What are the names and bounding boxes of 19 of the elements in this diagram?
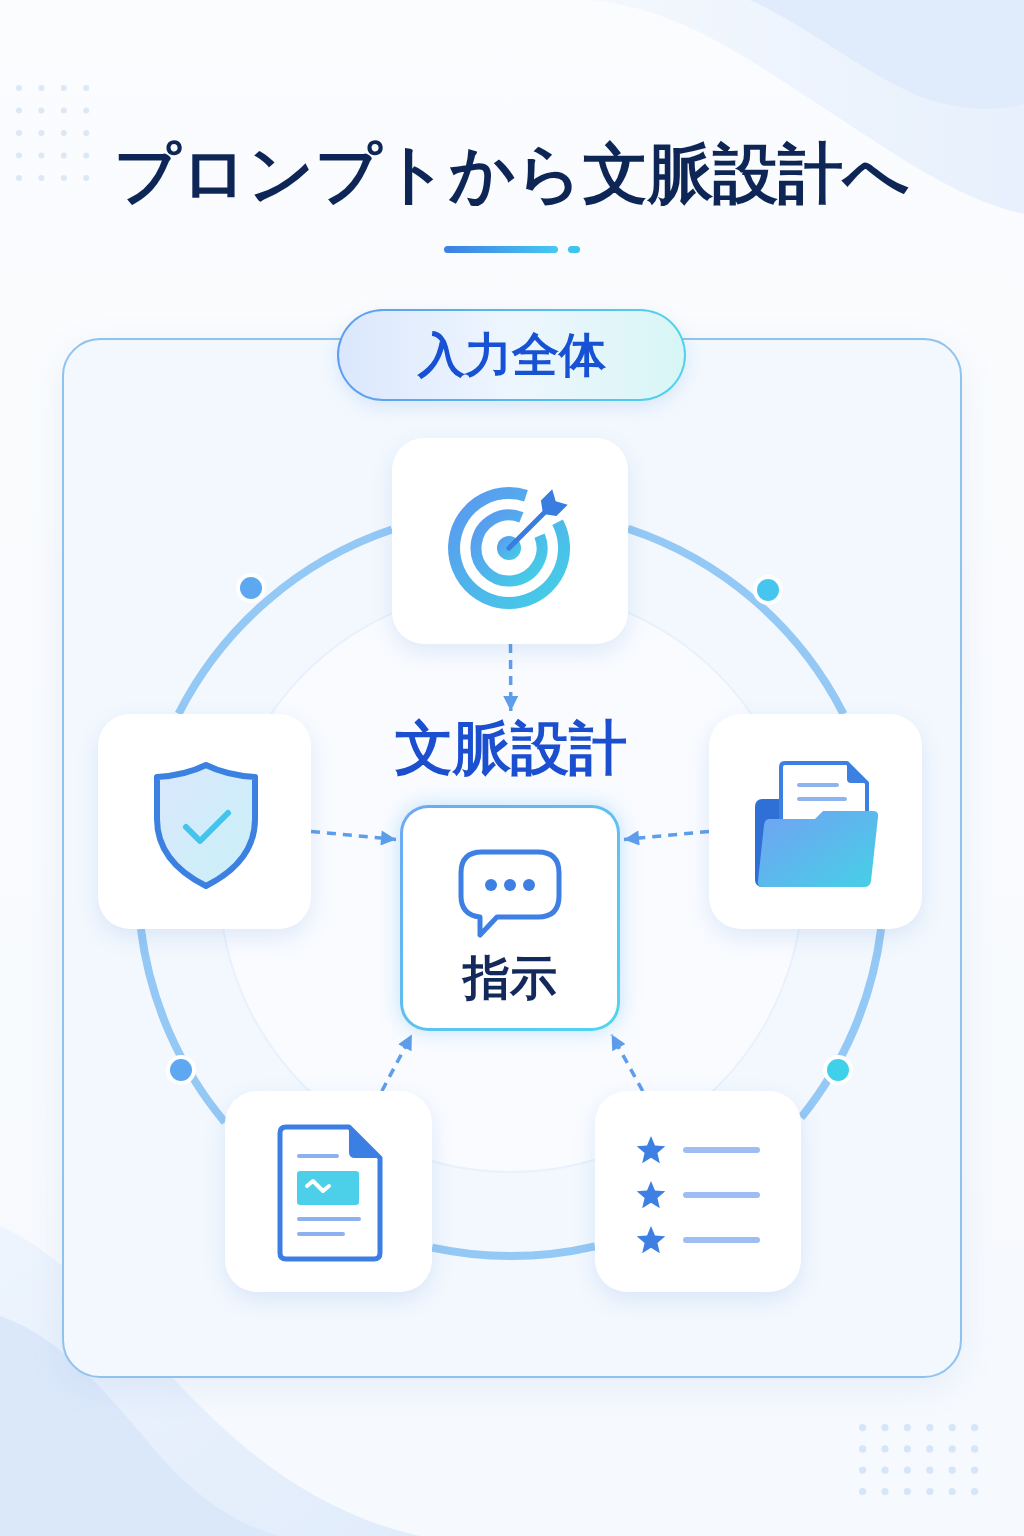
icon-card <box>709 714 922 929</box>
dashed-arrow <box>623 829 710 846</box>
heading: 文脈設計 <box>395 715 627 781</box>
dashed-arrow <box>380 1033 414 1092</box>
ring-arc <box>431 1242 596 1260</box>
icon-card <box>595 1091 801 1292</box>
dashed-arrow <box>310 829 397 846</box>
dashed-arrow <box>503 644 519 711</box>
icon-card <box>98 714 311 929</box>
box-label: 指示 <box>463 950 557 1006</box>
title: プロンプトから文脈設計へ <box>114 136 910 212</box>
icon-card <box>392 438 628 644</box>
ring-arc <box>797 928 886 1120</box>
center-box <box>400 805 620 1031</box>
ring-arc <box>175 525 394 716</box>
dashed-arrow <box>610 1033 645 1092</box>
icon-card <box>225 1091 432 1292</box>
ring-arc <box>626 525 847 716</box>
tab-label: 入力全体 <box>337 309 686 401</box>
